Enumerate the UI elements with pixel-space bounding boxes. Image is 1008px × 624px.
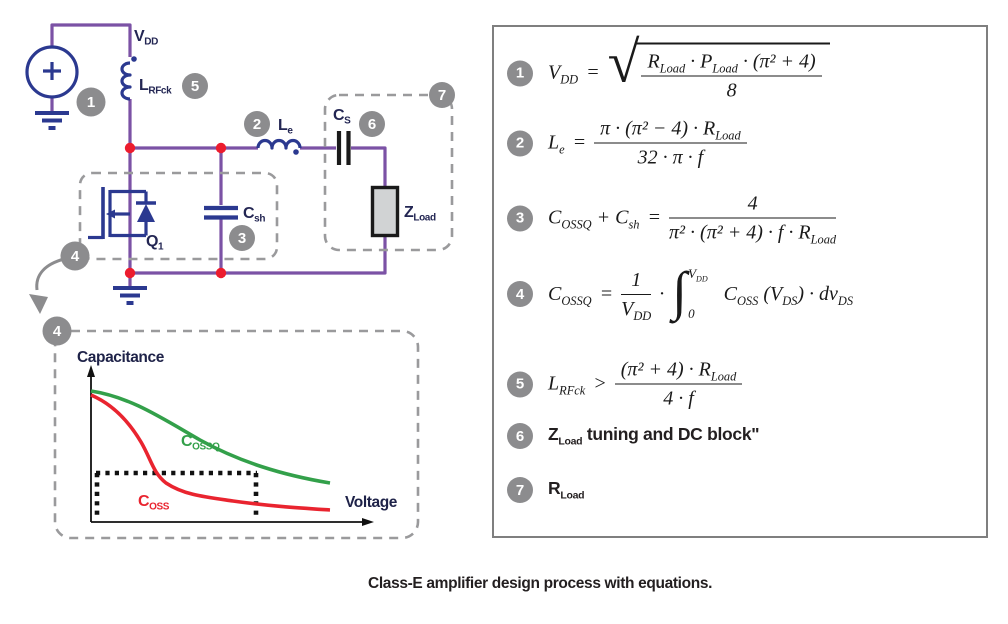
junction-dot [124,267,136,279]
badge-4-circuit: 4 [60,241,90,271]
eq4-integrand: COSS (VDS) · dvDS [723,282,854,308]
x-axis-label: Voltage [345,494,398,511]
series-capacitor-cs [336,131,351,165]
y-axis-arrow [87,365,95,377]
svg-text:3: 3 [238,230,246,247]
badge-2: 2 [244,111,270,137]
eq3-lhs: COSSQ + Csh [548,206,640,232]
vdd-label: VDD [134,28,158,48]
eq2-lhs: Le [548,131,565,157]
badge-6: 6 [359,111,385,137]
cs-label: CS [333,107,351,127]
eq6-text: ZLoad tuning and DC block" [548,424,760,448]
rf-choke-inductor [120,56,137,101]
badge-7: 7 [429,82,455,108]
wire-source-to-choke [50,23,132,57]
y-axis-label: Capacitance [77,349,165,366]
eq1-lhs: VDD [548,61,579,87]
badge-1: 1 [76,87,106,117]
equation-3-badge: 3 [507,205,533,231]
svg-text:4: 4 [71,248,80,265]
equation-4-badge: 4 [507,281,533,307]
q1-label: Q1 [146,233,164,253]
equation-7-badge: 7 [507,477,533,503]
lrfck-label: LRFck [139,77,172,97]
equation-panel: 1 VDD = √ RLoad · PLoad · (π² + 4) 8 2 [492,25,988,538]
svg-text:1: 1 [87,94,95,111]
shunt-capacitor-csh [204,205,238,220]
eq4-integral: ∫ VDD 0 [672,261,708,322]
wire-cs-to-zload [351,146,387,188]
eq4-lhs: COSSQ [548,282,592,308]
svg-text:4: 4 [53,323,62,340]
svg-text:6: 6 [368,116,376,133]
ground-icon-main [113,286,147,305]
eq4-fraction: 1 VDD [621,268,652,323]
zload-label: ZLoad [404,204,436,224]
badge-4-graph: 4 [42,316,72,346]
badge-3: 3 [229,225,255,251]
equation-5-badge: 5 [507,371,533,397]
x-axis-arrow [362,518,374,526]
capacitance-voltage-graph: Capacitance Voltage COSSQ COSS [77,349,398,526]
eq1-sqrt: √ RLoad · PLoad · (π² + 4) 8 [608,33,830,104]
equation-4: 4 COSSQ = 1 VDD · ∫ VDD 0 COSS (VDS) · d… [507,261,854,323]
csh-label: Csh [243,205,265,225]
equation-6: 6 ZLoad tuning and DC block" [507,423,760,449]
eq5-lhs: LRFck [548,372,586,398]
load-impedance-box [370,185,400,238]
equation-3: 3 COSSQ + Csh = 4 π² · (π² + 4) · f · RL… [507,191,837,247]
dashed-group-output [323,93,454,252]
junction-dot [215,142,227,154]
svg-text:5: 5 [191,78,199,95]
series-inductor-le [256,138,302,155]
coss-curve-label: COSS [138,493,170,513]
svg-text:7: 7 [438,87,446,104]
svg-text:2: 2 [253,116,261,133]
coss-curve [90,393,331,512]
wire-bottom-rail [128,235,387,288]
circuit-diagram: VDD LRFck Le CS Csh Q1 ZLoad 1 5 2 3 4 4… [25,23,455,540]
eq7-text: RLoad [548,478,585,502]
equation-1-badge: 1 [507,60,533,86]
equation-6-badge: 6 [507,423,533,449]
eq2-fraction: π · (π² − 4) · RLoad 32 · π · f [594,116,747,171]
mosfet-q1 [88,187,156,240]
ground-icon-source [35,111,69,130]
dashed-group-graph [53,329,420,540]
cossq-curve [90,389,331,485]
dashed-group-q1-csh [78,171,279,261]
eq3-fraction: 4 π² · (π² + 4) · f · RLoad [669,192,837,247]
callout-arrow [29,257,65,314]
cossq-curve-label: COSSQ [181,433,220,453]
equation-1: 1 VDD = √ RLoad · PLoad · (π² + 4) 8 [507,33,830,104]
equation-2-badge: 2 [507,130,533,156]
junction-dot [215,267,227,279]
junction-dot [124,142,136,154]
equation-5: 5 LRFck > (π² + 4) · RLoad 4 · f [507,357,743,412]
equation-7: 7 RLoad [507,477,585,503]
eq5-fraction: (π² + 4) · RLoad 4 · f [614,357,743,412]
badge-5: 5 [182,73,208,99]
le-label: Le [278,117,293,137]
eq1-fraction: RLoad · PLoad · (π² + 4) 8 [641,49,822,104]
voltage-source [25,45,79,99]
figure-caption: Class-E amplifier design process with eq… [368,575,713,592]
equation-2: 2 Le = π · (π² − 4) · RLoad 32 · π · f [507,116,747,171]
